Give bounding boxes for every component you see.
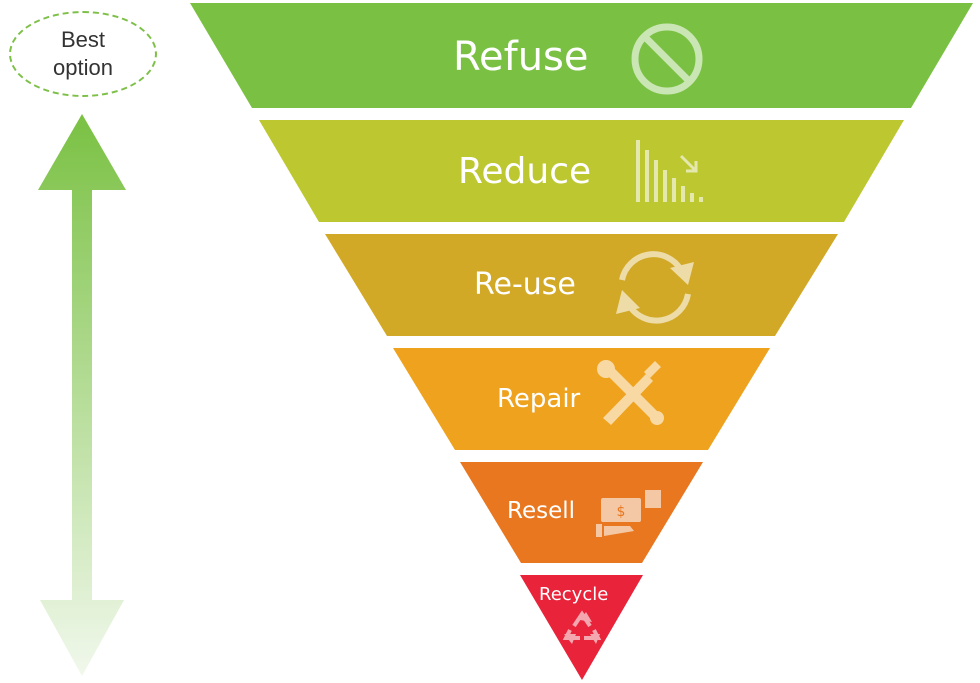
wrench-screwdriver-icon bbox=[597, 360, 664, 425]
tier-repair-band bbox=[393, 348, 770, 450]
tier-label-resell: Resell bbox=[507, 498, 576, 524]
best-option-badge: Best option bbox=[9, 11, 157, 97]
svg-text:$: $ bbox=[617, 504, 626, 520]
tier-label-recycle: Recycle bbox=[539, 584, 609, 605]
bar-chart-decrease-icon bbox=[636, 140, 703, 202]
tier-resell-band bbox=[460, 462, 703, 563]
tier-label-reduce: Reduce bbox=[458, 151, 592, 192]
cycle-arrows-icon bbox=[616, 251, 694, 324]
tier-label-refuse: Refuse bbox=[453, 34, 589, 80]
best-option-line1: Best bbox=[60, 27, 106, 52]
tier-reduce-band bbox=[259, 120, 904, 222]
preference-arrow bbox=[38, 114, 126, 676]
recycle-icon bbox=[562, 610, 602, 644]
prohibited-icon bbox=[631, 23, 703, 95]
hand-money-icon: $ bbox=[596, 490, 661, 537]
tier-label-reuse: Re-use bbox=[474, 267, 576, 302]
best-option-line2: option bbox=[53, 55, 113, 80]
double-arrow-shape bbox=[38, 114, 126, 676]
tier-reuse-band bbox=[325, 234, 838, 336]
tier-label-repair: Repair bbox=[497, 384, 581, 414]
tier-recycle-band bbox=[520, 575, 643, 680]
tier-refuse-band bbox=[190, 3, 973, 108]
